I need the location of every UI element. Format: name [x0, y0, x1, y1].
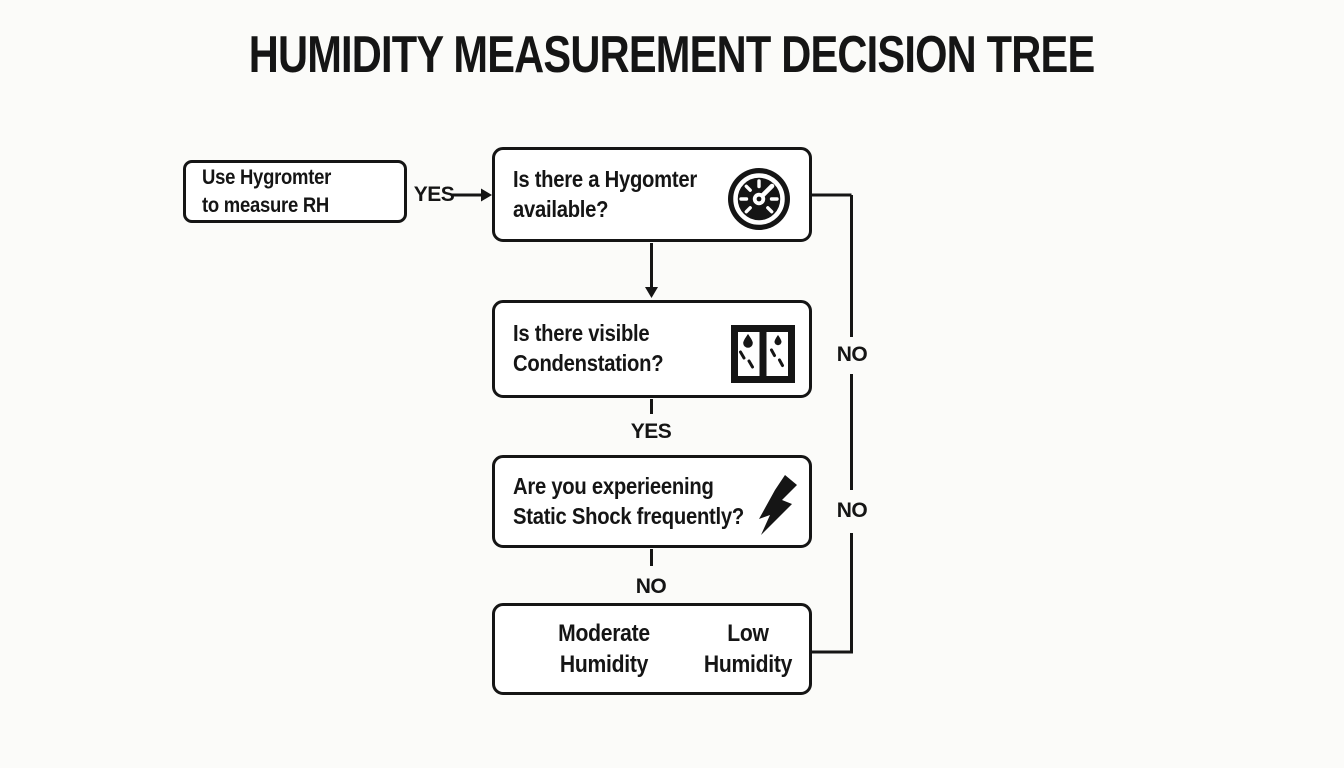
yes-arrowhead-icon: [481, 188, 492, 202]
window-condensation-icon: [731, 325, 795, 383]
decision-question: Is there a Hygomter available?: [513, 165, 697, 222]
edge-label-no-right-upper: NO: [836, 343, 868, 366]
decision-box-static-shock: Are you experieening Static Shock freque…: [492, 455, 812, 548]
edge-label-no-right-lower: NO: [836, 499, 868, 522]
result-low-humidity: Low Humidity: [703, 619, 793, 678]
gauge-icon: [728, 168, 790, 230]
decision-box-hygrometer-available: Is there a Hygomter available?: [492, 147, 812, 242]
down-arrowhead-icon: [645, 287, 658, 298]
action-box-use-hygrometer: Use Hygromter to measure RH: [183, 160, 407, 223]
decision-question: Is there visible Condenstation?: [513, 320, 664, 376]
edge-label-yes-mid: YES: [630, 420, 672, 443]
action-box-label: Use Hygromter to measure RH: [202, 166, 332, 217]
decision-question: Are you experieening Static Shock freque…: [513, 472, 744, 529]
result-box-humidity: Moderate Humidity Low Humidity: [492, 603, 812, 695]
lightning-bolt-icon: [759, 475, 797, 535]
edge-label-no-mid: NO: [635, 575, 667, 598]
result-moderate-humidity: Moderate Humidity: [558, 619, 650, 678]
edge-label-yes-left: YES: [413, 183, 455, 206]
page-title: HUMIDITY MEASUREMENT DECISION TREE: [249, 26, 1096, 84]
decision-box-visible-condensation: Is there visible Condenstation?: [492, 300, 812, 398]
